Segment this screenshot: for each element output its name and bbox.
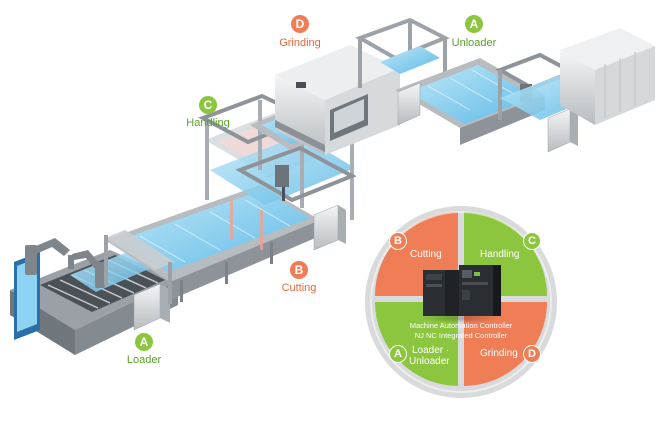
quad-cutting-badge: B bbox=[389, 232, 407, 250]
controller-caption-line1: Machine Automation Controller bbox=[409, 321, 513, 330]
station-handling-label: Handling bbox=[186, 117, 230, 129]
controller-caption-line2: NJ NC Integrated Controller bbox=[414, 331, 508, 340]
station-grinding-label: Grinding bbox=[279, 37, 321, 49]
unloader-cell bbox=[355, 17, 655, 153]
station-unloader-badge: A bbox=[465, 15, 483, 33]
quadrant-loader-unloader bbox=[374, 302, 458, 386]
quad-grinding-badge: D bbox=[523, 345, 541, 363]
loader-cell bbox=[10, 238, 178, 355]
quad-loader-unloader-label-line2: Unloader bbox=[409, 356, 450, 367]
station-loader-label: Loader bbox=[126, 354, 162, 366]
station-handling-badge: C bbox=[199, 96, 217, 114]
quad-cutting-label: Cutting bbox=[410, 249, 442, 260]
station-loader-badge: A bbox=[135, 333, 153, 351]
quad-grinding-label: Grinding bbox=[480, 348, 518, 359]
quad-handling-badge: C bbox=[523, 232, 541, 250]
grinding-machine bbox=[275, 45, 400, 155]
station-grinding-badge: D bbox=[291, 15, 309, 33]
station-cutting-badge: B bbox=[290, 261, 308, 279]
station-unloader-label: Unloader bbox=[451, 37, 497, 49]
quad-loader-unloader-badge: A bbox=[389, 345, 407, 363]
controller-diagram bbox=[365, 206, 557, 398]
station-cutting-label: Cutting bbox=[281, 282, 317, 294]
quadrant-grinding bbox=[464, 302, 547, 386]
quad-handling-label: Handling bbox=[480, 249, 520, 260]
quad-loader-unloader-label-line1: Loader · bbox=[412, 345, 450, 356]
controller-hardware bbox=[420, 265, 501, 323]
